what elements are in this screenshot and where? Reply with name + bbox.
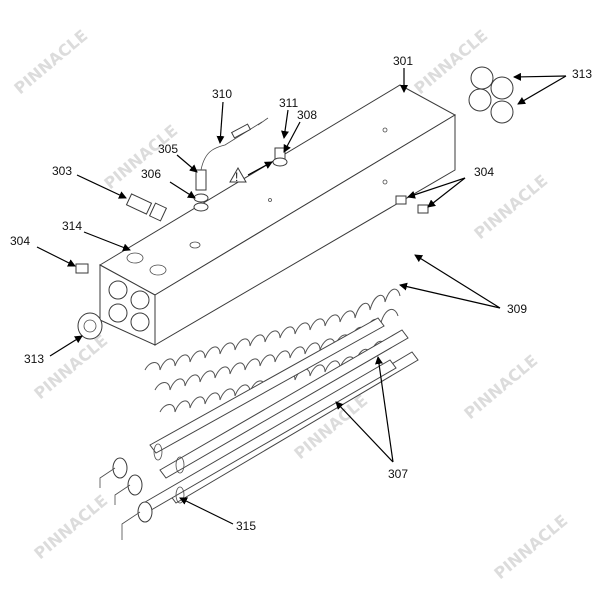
rod-ends-315 [99, 443, 185, 540]
rod-end-collar [153, 443, 163, 461]
rod-end-hook [121, 511, 141, 540]
callout-303: 303 [52, 164, 72, 178]
rod-2 [159, 329, 409, 479]
callout-309: 309 [507, 302, 527, 316]
manifold-hole [382, 127, 388, 133]
leader-lines [36, 68, 567, 525]
watermark-text: PINNACLE [10, 26, 91, 98]
watermark-text: PINNACLE [460, 351, 541, 423]
manifold-hole [268, 198, 272, 202]
rod-end-hook [99, 467, 116, 488]
cap-313-left [77, 312, 103, 340]
caps-313-right [468, 66, 514, 124]
callout-304-left: 304 [10, 234, 30, 248]
callout-314: 314 [62, 219, 82, 233]
callout-308: 308 [297, 108, 317, 122]
manifold-end-port [130, 290, 150, 310]
manifold-top-port [126, 252, 144, 264]
warning-glyph: ! [235, 170, 238, 184]
callout-313-right: 313 [572, 67, 592, 81]
manifold-top-port [189, 241, 201, 249]
callout-labels: 301 303 304 304 305 306 307 308 309 310 … [10, 54, 592, 533]
rods-307 [139, 317, 419, 514]
fitting-303 [125, 193, 168, 222]
watermark-text: PINNACLE [100, 121, 181, 193]
rod-end-hook [114, 484, 131, 505]
watermark-text: PINNACLE [30, 331, 111, 403]
manifold-end-port [108, 303, 128, 323]
manifold-end-port [108, 280, 128, 300]
watermark-text: PINNACLE [490, 511, 571, 583]
fitting-308 [272, 147, 288, 167]
watermark-text: PINNACLE [30, 491, 111, 563]
manifold-side-face [154, 114, 456, 346]
plug-304-left [75, 263, 89, 274]
rod-end-collar [175, 456, 185, 474]
callout-310: 310 [212, 87, 232, 101]
watermark-text: PINNACLE [470, 171, 551, 243]
callout-315: 315 [236, 519, 256, 533]
callout-311: 311 [279, 96, 298, 110]
callout-313-left: 313 [24, 352, 44, 366]
callout-305: 305 [158, 142, 178, 156]
callout-307: 307 [388, 467, 408, 481]
callout-306: 306 [141, 167, 161, 181]
rod-end-fitting [112, 457, 128, 479]
plug-304-right [395, 195, 429, 214]
warning-symbol: ! [229, 166, 247, 184]
manifold-top-port [149, 264, 167, 276]
spring-1 [144, 288, 401, 371]
rod-end-fitting [127, 474, 143, 496]
manifold-end-port [130, 312, 150, 332]
rod-end-fitting [137, 501, 153, 523]
sensor-assembly-305 [193, 117, 269, 212]
callout-301: 301 [393, 54, 413, 68]
manifold-block [98, 84, 457, 346]
manifold-hole [382, 179, 388, 185]
callout-304-right: 304 [474, 165, 494, 179]
